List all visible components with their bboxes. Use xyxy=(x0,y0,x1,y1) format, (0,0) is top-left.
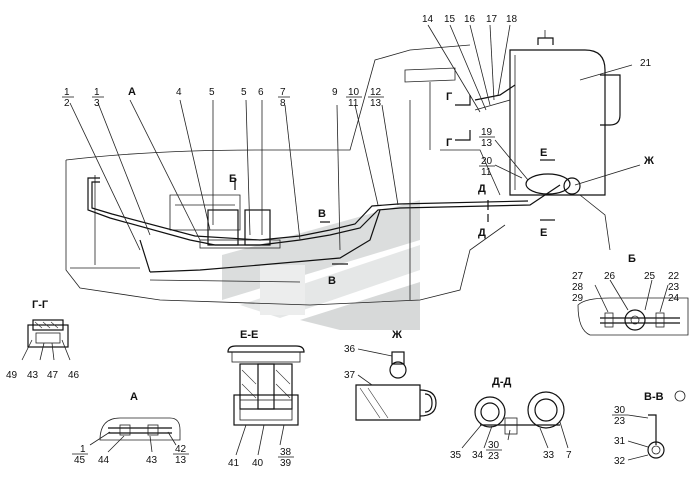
callout-30: 30 xyxy=(488,440,500,451)
callout-31: 31 xyxy=(614,436,626,447)
callout-40: 40 xyxy=(252,458,264,469)
watermark-logo xyxy=(222,200,420,330)
callout-13: 13 xyxy=(481,138,493,149)
view-v-v-title: В-В xyxy=(644,391,664,403)
callout-14: 14 xyxy=(422,14,434,25)
fuel-tank xyxy=(474,30,621,196)
callout-22: 22 xyxy=(668,271,680,282)
callout-23: 23 xyxy=(614,416,626,427)
callout-34: 34 xyxy=(472,450,484,461)
callout-16: 16 xyxy=(464,14,476,25)
section-d-d: Д-Д 35 34 30 23 33 7 xyxy=(450,376,572,462)
view-b-title: Б xyxy=(628,253,636,265)
callout-46: 46 xyxy=(68,370,80,381)
callout-1: 1 xyxy=(64,87,70,98)
callout-49: 49 xyxy=(6,370,18,381)
callout-7: 7 xyxy=(566,450,572,461)
view-v-v: В-В 30 23 31 32 xyxy=(612,390,686,467)
callout-35: 35 xyxy=(450,450,462,461)
section-e-e: Е-Е 41 40 38 39 xyxy=(227,329,305,469)
callout-45: 45 xyxy=(74,455,86,466)
marker-d-top: Д xyxy=(478,183,486,195)
callout-19: 19 xyxy=(481,127,493,138)
callout-5: 5 xyxy=(209,87,215,98)
callout-28: 28 xyxy=(572,282,584,293)
section-label-a: А xyxy=(128,86,136,98)
callout-13: 13 xyxy=(370,98,382,109)
view-a-title: А xyxy=(130,391,138,403)
callout-42: 42 xyxy=(175,444,187,455)
marker-v-top: В xyxy=(318,208,326,220)
callout-33: 33 xyxy=(543,450,555,461)
section-d-d-title: Д-Д xyxy=(492,376,511,388)
main-callouts: 1 2 1 3 А 4 5 5 6 7 8 9 10 11 12 13 14 1… xyxy=(62,14,654,287)
callout-7: 7 xyxy=(280,87,286,98)
callout-15: 15 xyxy=(444,14,456,25)
callout-13: 13 xyxy=(175,455,187,466)
callout-2: 2 xyxy=(64,98,70,109)
callout-11: 11 xyxy=(481,167,492,178)
callout-43: 43 xyxy=(146,455,158,466)
callout-23: 23 xyxy=(668,282,680,293)
callout-12: 12 xyxy=(370,87,382,98)
callout-32: 32 xyxy=(614,456,626,467)
callout-37: 37 xyxy=(344,370,356,381)
callout-41: 41 xyxy=(228,458,240,469)
callout-18: 18 xyxy=(506,14,518,25)
callout-1: 1 xyxy=(94,87,100,98)
callout-24: 24 xyxy=(668,293,680,304)
callout-44: 44 xyxy=(98,455,110,466)
callout-27: 27 xyxy=(572,271,584,282)
callout-11: 11 xyxy=(348,98,359,109)
callout-29: 29 xyxy=(572,293,584,304)
callout-20: 20 xyxy=(481,156,493,167)
callout-4: 4 xyxy=(176,87,182,98)
marker-g-bottom: Г xyxy=(446,137,453,149)
section-g-g-title: Г-Г xyxy=(32,299,49,311)
marker-d-bottom: Д xyxy=(478,227,486,239)
callout-9: 9 xyxy=(332,87,338,98)
callout-39: 39 xyxy=(280,458,292,469)
callout-21: 21 xyxy=(640,58,652,69)
callout-8: 8 xyxy=(280,98,286,109)
callout-26: 26 xyxy=(604,271,616,282)
marker-e-top: Е xyxy=(540,147,547,159)
callout-47: 47 xyxy=(47,370,59,381)
callout-17: 17 xyxy=(486,14,498,25)
view-zh: Ж 36 37 xyxy=(344,329,437,421)
callout-3: 3 xyxy=(94,98,100,109)
leader-lines xyxy=(69,24,641,300)
callout-1: 1 xyxy=(80,444,86,455)
callout-43: 43 xyxy=(27,370,39,381)
callout-6: 6 xyxy=(258,87,264,98)
tank-valve xyxy=(525,173,581,195)
callout-23: 23 xyxy=(488,451,500,462)
view-b: Б 27 28 29 26 25 22 23 24 xyxy=(572,253,689,336)
marker-e-bottom: Е xyxy=(540,227,547,239)
callout-5: 5 xyxy=(241,87,247,98)
marker-b: Б xyxy=(229,173,237,185)
callout-25: 25 xyxy=(644,271,656,282)
section-e-e-title: Е-Е xyxy=(240,329,258,341)
view-a: А 1 45 44 43 42 13 xyxy=(72,391,189,466)
callout-36: 36 xyxy=(344,344,356,355)
section-g-g: Г-Г 49 43 47 46 xyxy=(6,299,80,381)
marker-v-bottom: В xyxy=(328,275,336,287)
callout-30: 30 xyxy=(614,405,626,416)
view-marker-lines xyxy=(234,95,555,265)
vehicle-outline xyxy=(65,44,611,306)
callout-10: 10 xyxy=(348,87,360,98)
callout-38: 38 xyxy=(280,447,292,458)
view-zh-title: Ж xyxy=(391,329,402,341)
filter-assembly xyxy=(199,209,281,249)
marker-zh: Ж xyxy=(643,155,654,167)
marker-g-top: Г xyxy=(446,91,453,103)
